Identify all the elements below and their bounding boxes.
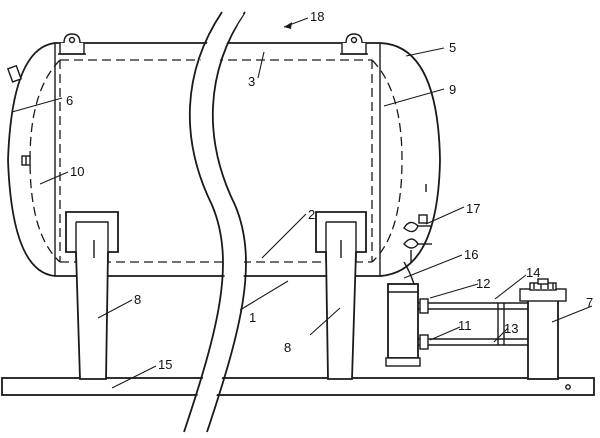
- base-hole: [565, 384, 571, 390]
- feed-pipe: [403, 261, 415, 285]
- vaporizer-unit: [385, 283, 421, 367]
- manifold-stand: [519, 278, 567, 380]
- callout-8-left: 8: [134, 292, 141, 307]
- callout-8-right: 8: [284, 340, 291, 355]
- callout-3: 3: [248, 74, 255, 89]
- callout-9: 9: [449, 82, 456, 97]
- base-plate: [1, 377, 595, 396]
- pipeline-lower: [418, 334, 528, 350]
- manhole-nozzle: [6, 64, 22, 83]
- callout-12: 12: [476, 276, 490, 291]
- callout-13: 13: [504, 321, 518, 336]
- saddle-support-left: [65, 211, 119, 380]
- callout-15: 15: [158, 357, 172, 372]
- callout-5: 5: [449, 40, 456, 55]
- break-gap: [186, 14, 244, 430]
- leader-lines: [11, 17, 593, 389]
- saddle-support-right: [315, 211, 367, 380]
- callout-17: 17: [466, 201, 480, 216]
- inner-head-right: [371, 59, 403, 263]
- callout-6: 6: [66, 93, 73, 108]
- inner-head-left: [29, 59, 61, 263]
- break-line-right: [206, 11, 247, 433]
- break-line-left: [183, 11, 224, 433]
- callout-18: 18: [310, 9, 324, 24]
- valve-assembly: [403, 184, 432, 262]
- pipeline-upper: [418, 298, 528, 314]
- lifting-lug-left: [58, 33, 86, 55]
- callout-11: 11: [458, 318, 472, 333]
- callout-14: 14: [526, 265, 540, 280]
- lifting-lug-right: [340, 33, 368, 55]
- callout-16: 16: [464, 247, 478, 262]
- callout-1: 1: [249, 310, 256, 325]
- callout-2: 2: [308, 207, 315, 222]
- callout-7: 7: [586, 295, 593, 310]
- callout-10: 10: [70, 164, 84, 179]
- callout-labels: 18 3 5 6 9 10 2 17 16 14 12 1 7 11 13 8 …: [66, 9, 593, 372]
